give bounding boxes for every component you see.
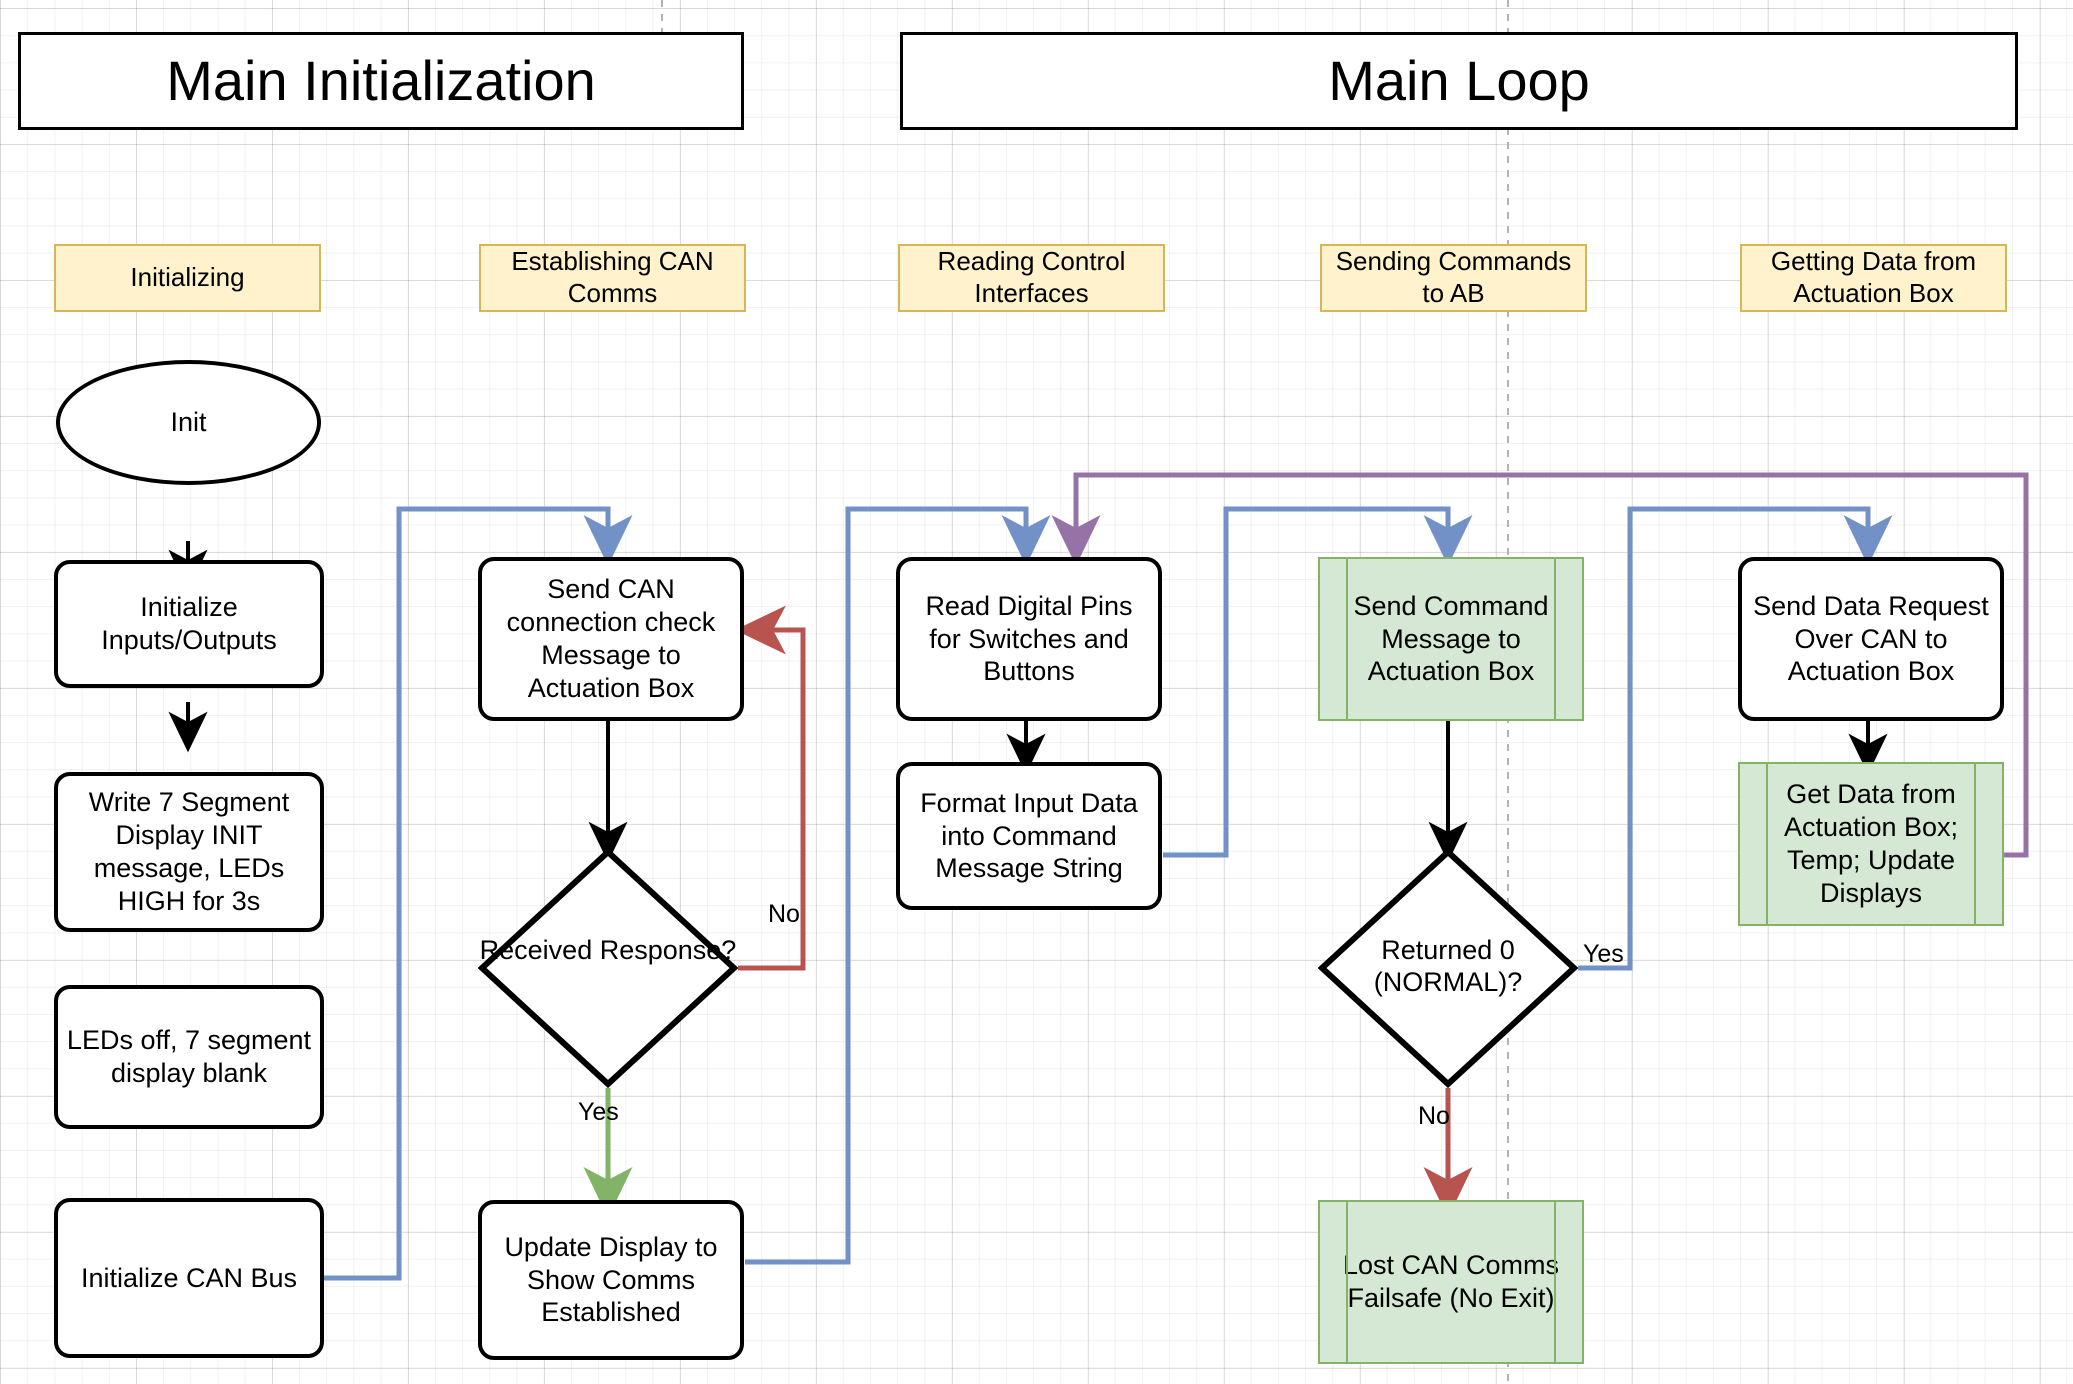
- node-send-can-connection-check: Send CAN connection check Message to Act…: [478, 557, 744, 721]
- edge-label-received-response-yes: Yes: [578, 1098, 619, 1126]
- node-returned-normal-label: Returned 0 (NORMAL)?: [1373, 935, 1523, 998]
- node-lost-can-failsafe: Lost CAN Comms Failsafe (No Exit): [1318, 1200, 1584, 1364]
- node-send-data-request: Send Data Request Over CAN to Actuation …: [1738, 557, 2004, 721]
- phase-establishing-can-comms: Establishing CAN Comms: [479, 244, 746, 312]
- decision-diamond-shape: [1317, 847, 1579, 1089]
- phase-sending-commands-to-ab: Sending Commands to AB: [1320, 244, 1587, 312]
- lane-title-main-loop: Main Loop: [900, 32, 2018, 130]
- decision-diamond-shape: [477, 847, 739, 1089]
- node-update-display-comms: Update Display to Show Comms Established: [478, 1200, 744, 1360]
- edge-getdata-loop-to-readpins: [1051, 472, 2029, 858]
- node-write-7segment: Write 7 Segment Display INIT message, LE…: [54, 772, 324, 932]
- node-leds-off: LEDs off, 7 segment display blank: [54, 985, 324, 1129]
- node-initialize-can-bus: Initialize CAN Bus: [54, 1198, 324, 1358]
- edge-label-received-response-no: No: [768, 900, 800, 928]
- phase-initializing: Initializing: [54, 244, 321, 312]
- edge-format-to-sendcommand: [1163, 506, 1473, 858]
- node-returned-normal: Returned 0 (NORMAL)?: [1317, 847, 1579, 1089]
- node-received-response: Received Response?: [477, 847, 739, 1089]
- edge-label-returned-no: No: [1418, 1102, 1450, 1130]
- node-received-response-label: Received Response?: [479, 935, 737, 965]
- node-read-digital-pins: Read Digital Pins for Switches and Butto…: [896, 557, 1162, 721]
- edge-returned-yes: [1578, 506, 1893, 971]
- node-format-input-data: Format Input Data into Command Message S…: [896, 762, 1162, 910]
- edge-canbus-to-sendcancheck: [250, 506, 633, 1281]
- edge-label-returned-yes: Yes: [1583, 940, 1624, 968]
- lane-title-main-initialization: Main Initialization: [18, 32, 744, 130]
- phase-getting-data-from-actuation-box: Getting Data from Actuation Box: [1740, 244, 2007, 312]
- node-init: Init: [56, 360, 321, 485]
- node-send-command-message: Send Command Message to Actuation Box: [1318, 557, 1584, 721]
- edge-decision-no-loop: [734, 605, 806, 971]
- node-initialize-io: Initialize Inputs/Outputs: [54, 560, 324, 688]
- edge-updatedisplay-to-readpins: [745, 506, 1051, 1265]
- node-get-data-update-displays: Get Data from Actuation Box; Temp; Updat…: [1738, 762, 2004, 926]
- phase-reading-control-interfaces: Reading Control Interfaces: [898, 244, 1165, 312]
